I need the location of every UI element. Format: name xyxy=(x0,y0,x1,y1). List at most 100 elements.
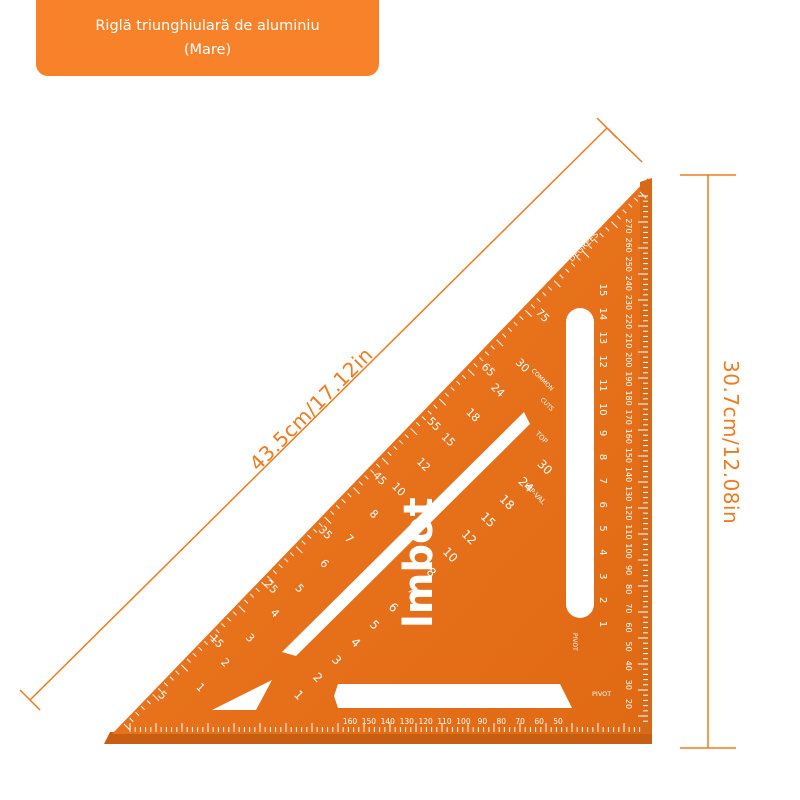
degree-scale-label: 210 xyxy=(624,333,633,348)
hypotenuse-tick xyxy=(278,564,283,569)
hypotenuse-tick xyxy=(158,688,163,693)
degree-scale-label: 260 xyxy=(624,237,633,252)
common-scale-label: 10 xyxy=(597,403,608,416)
hypotenuse-tick xyxy=(140,705,146,711)
degree-scale-label: 230 xyxy=(624,295,633,310)
hypotenuse-tick xyxy=(301,540,306,545)
bottom-scale-label: 90 xyxy=(478,717,488,726)
degree-scale-label: 200 xyxy=(624,352,633,367)
common-scale-label: 1 xyxy=(597,621,608,627)
degree-scale-label: 80 xyxy=(624,584,633,594)
hypotenuse-tick xyxy=(209,634,217,643)
hypotenuse-tick xyxy=(484,351,490,356)
hypotenuse-tick xyxy=(633,197,639,202)
bottom-edge-ticks xyxy=(129,723,641,732)
hypotenuse-tick xyxy=(249,593,255,598)
hypotenuse-tick xyxy=(370,469,375,474)
common-scale-label: 6 xyxy=(597,502,608,508)
bottom-scale-label: 120 xyxy=(418,717,433,726)
inner-diagonal-slot xyxy=(282,412,530,656)
hypotenuse-tick xyxy=(456,380,461,386)
hypotenuse-tick xyxy=(341,499,346,504)
common-scale-label: 15 xyxy=(597,284,608,297)
hypotenuse-tick xyxy=(467,368,475,377)
hypotenuse-tick xyxy=(335,504,341,510)
degree-scale-label: 60 xyxy=(624,622,633,632)
degree-scale-label: 70 xyxy=(624,603,633,613)
hypotenuse-tick xyxy=(175,670,180,675)
hypotenuse-tick xyxy=(238,605,246,613)
hypotenuse-tick xyxy=(358,481,363,486)
hypotenuse-tick xyxy=(129,717,134,722)
hypotenuse-tick xyxy=(461,374,467,380)
hypotenuse-tick xyxy=(547,286,553,291)
hypotenuse-tick xyxy=(616,215,621,220)
hypotenuse-tick xyxy=(565,268,570,273)
hypotenuse-tick xyxy=(599,233,604,238)
lower-diagonal-slot xyxy=(212,680,272,710)
common-scale-label: 5 xyxy=(597,525,608,531)
hypotenuse-tick xyxy=(364,475,369,480)
hypotenuse-tick xyxy=(347,493,352,498)
hypotenuse-tick xyxy=(381,457,389,465)
bottom-scale-label: 130 xyxy=(400,717,415,726)
bottom-slot xyxy=(334,684,572,708)
hypotenuse-tick xyxy=(295,546,303,554)
hypotenuse-tick xyxy=(496,339,504,347)
hypotenuse-tick xyxy=(169,676,174,681)
common-scale-label: 2 xyxy=(597,597,608,603)
degree-scale-label: 30 xyxy=(624,680,633,690)
hypotenuse-tick xyxy=(542,292,547,297)
degree-scale-label: 40 xyxy=(624,661,633,671)
hypotenuse-tick xyxy=(232,611,237,616)
common-scale-label: 9 xyxy=(597,430,608,436)
degree-scale-label: 50 xyxy=(624,642,633,652)
hypotenuse-tick xyxy=(221,623,226,628)
hypotenuse-tick xyxy=(444,392,449,397)
title-line-1: Riglă triunghiulară de aluminiu xyxy=(95,18,320,34)
hypotenuse-tick xyxy=(479,357,484,362)
degree-scale-label: 150 xyxy=(624,448,633,463)
bottom-scale-label: 150 xyxy=(362,717,377,726)
pivot-label-bottom: PIVOT xyxy=(592,690,611,698)
common-scale-label: 13 xyxy=(597,331,608,344)
height-dimension: 30.7cm/12.08in xyxy=(680,174,743,749)
hypotenuse-tick xyxy=(421,416,427,421)
pivot-label: PIVOT xyxy=(571,633,578,651)
degree-scale-label: 160 xyxy=(624,429,633,444)
hypotenuse-tick xyxy=(387,451,392,456)
hypotenuse-tick xyxy=(433,404,438,409)
hypotenuse-tick xyxy=(588,244,593,250)
hypotenuse-tick xyxy=(410,428,418,436)
brand-logo: lmbot xyxy=(396,497,442,628)
hypotenuse-tick xyxy=(450,386,455,391)
hypotenuse-tick xyxy=(152,694,160,702)
hypotenuse-tick xyxy=(438,398,447,406)
hypotenuse-tick xyxy=(622,209,627,214)
degree-scale-label: 140 xyxy=(624,467,633,482)
bottom-scale-label: 110 xyxy=(437,717,452,726)
hypotenuse-tick xyxy=(559,274,564,279)
hypotenuse-tick xyxy=(375,463,381,468)
hypotenuse-tick xyxy=(605,227,610,232)
hypotenuse-tick xyxy=(582,250,590,258)
hypotenuse-tick xyxy=(416,422,421,427)
common-scale-label: 12 xyxy=(597,355,608,368)
title-badge: Riglă triunghiulară de aluminiu (Mare) xyxy=(36,0,379,76)
hypotenuse-tick xyxy=(576,256,581,261)
title-line-2: (Mare) xyxy=(183,42,232,58)
hypotenuse-tick xyxy=(261,581,266,587)
bottom-scale-label: 70 xyxy=(515,717,525,726)
degree-scale-label: 20 xyxy=(624,699,633,709)
degree-scale-label: 170 xyxy=(624,410,633,425)
hypotenuse-tick xyxy=(610,221,619,229)
hypotenuse-tick xyxy=(284,558,289,563)
hypotenuse-tick xyxy=(570,262,576,267)
hypotenuse-tick xyxy=(398,439,404,445)
hypotenuse-tick xyxy=(289,552,295,557)
hypotenuse-tick xyxy=(266,575,275,583)
hypotenuse-tick xyxy=(318,522,323,527)
degree-scale-label: 130 xyxy=(624,486,633,501)
